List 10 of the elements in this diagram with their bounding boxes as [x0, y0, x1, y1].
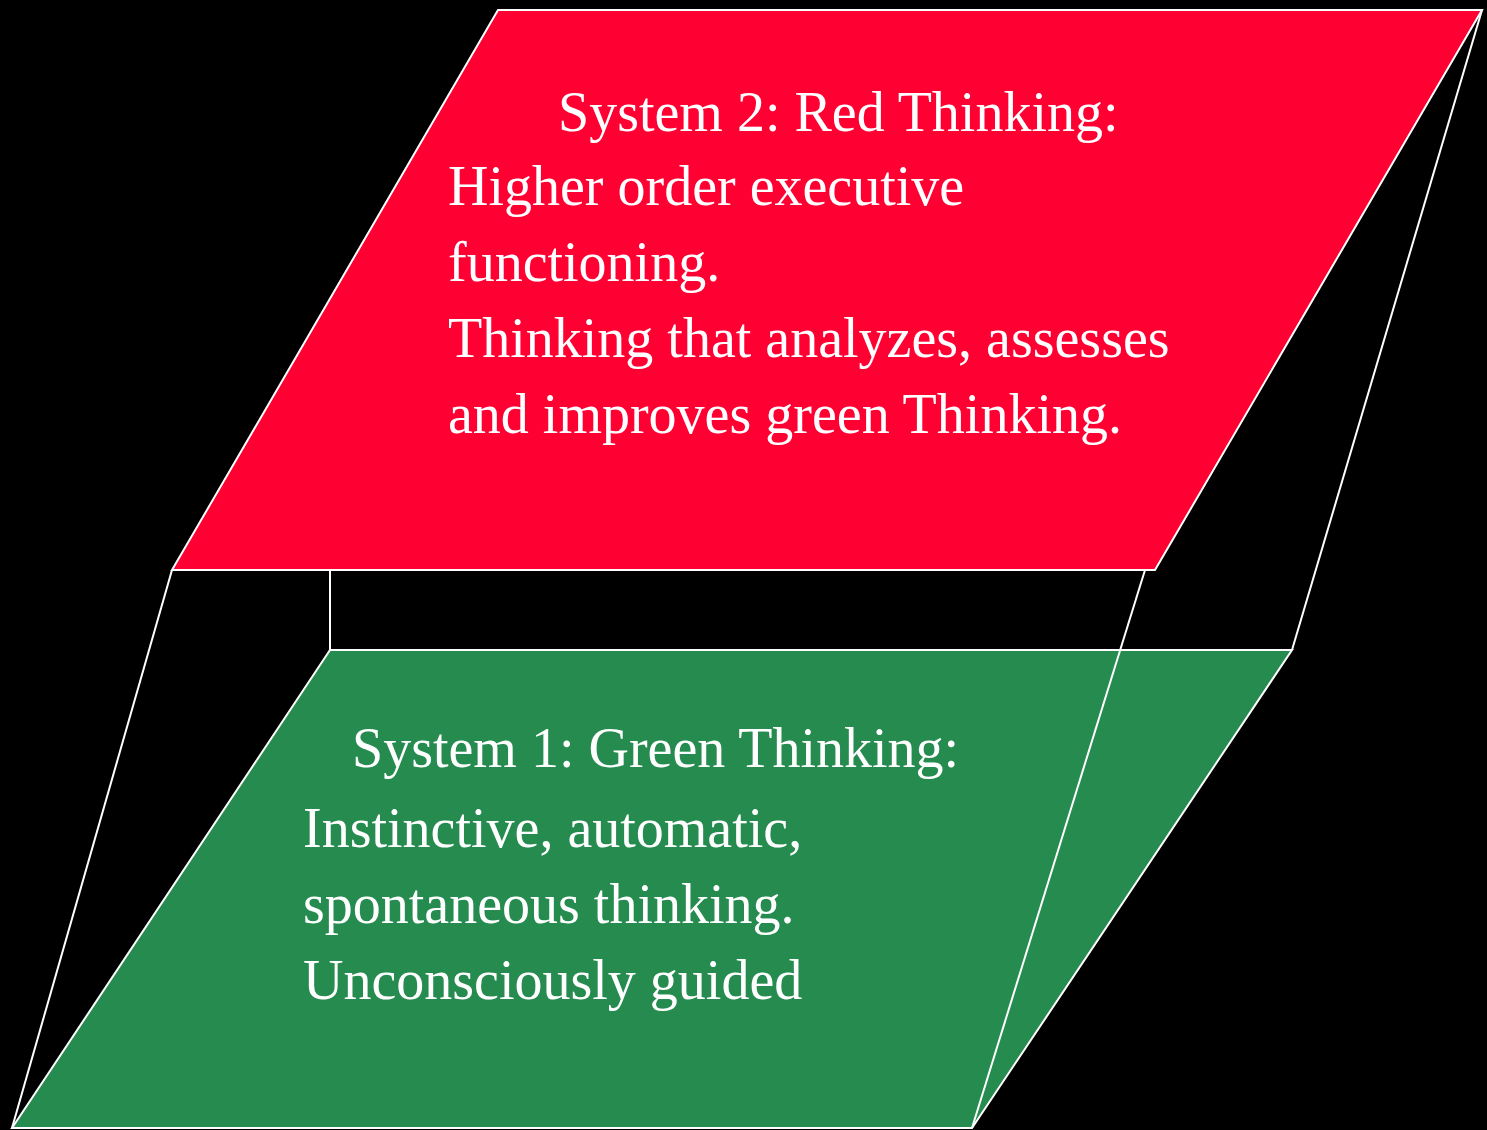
description-text: Higher order executive functioning.	[448, 154, 966, 295]
connector-line	[329, 569, 331, 651]
description-text: Instinctive, automatic, spontaneous thinking.	[303, 796, 804, 937]
connector-line	[11, 569, 173, 1129]
description-text: Thinking that analyzes, assesses and improves green Thinking.	[448, 306, 1171, 447]
connector-line	[1291, 9, 1483, 651]
connector-line	[971, 569, 1146, 1129]
heading-text: System 1: Green Thinking:	[352, 716, 960, 780]
description-text: Unconsciously guided	[303, 948, 804, 1013]
heading-text: System 2: Red Thinking:	[558, 80, 1119, 144]
